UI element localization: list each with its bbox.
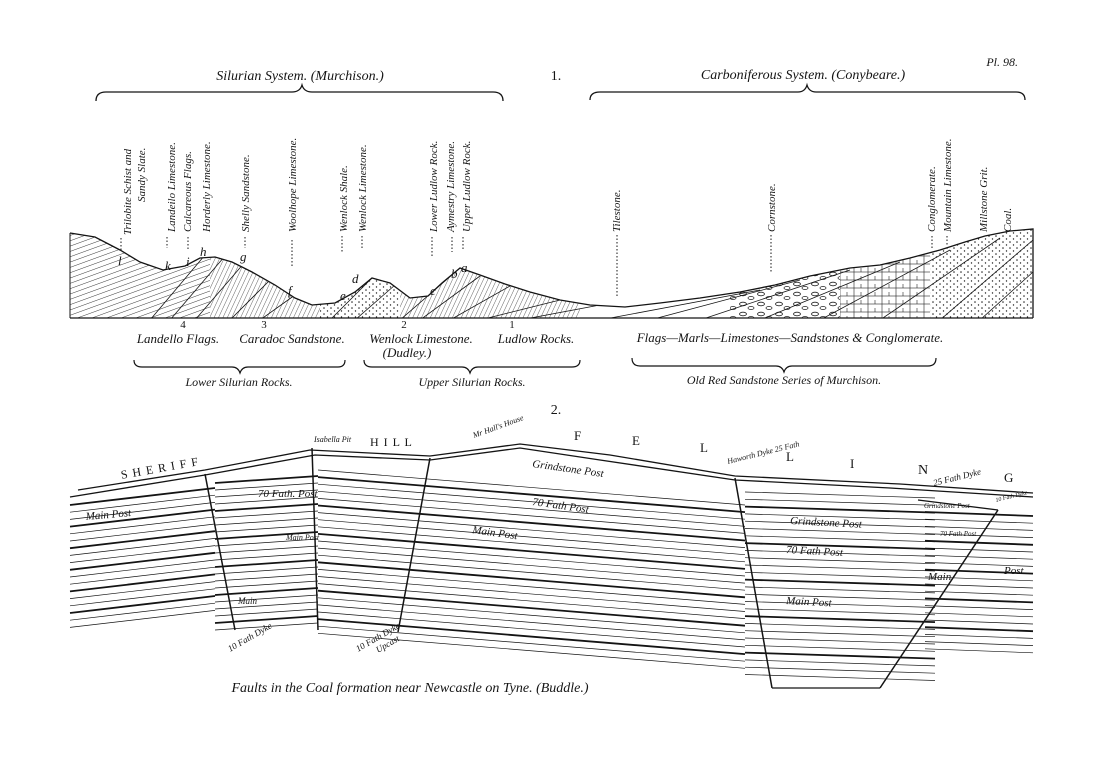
felling-letter: E	[632, 433, 641, 448]
formation-number: 2	[401, 319, 407, 331]
column-label: Coal.	[1002, 208, 1014, 232]
column-label: Wenlock Shale.	[338, 165, 350, 232]
column-label: Woolhope Limestone.	[287, 138, 299, 232]
section-letter: h	[200, 244, 207, 259]
stratum-label: Main Post	[84, 507, 132, 523]
section-letter: b	[451, 266, 458, 281]
old-red-brace	[631, 357, 937, 374]
column-label: Millstone Grit.	[978, 167, 990, 233]
group-label: Upper Silurian Rocks.	[419, 375, 526, 389]
section-letter: f	[288, 283, 294, 298]
section-letter: d	[352, 271, 359, 286]
formation-label: Wenlock Limestone.	[369, 331, 473, 346]
column-label: Tilestone.	[611, 190, 623, 232]
figure-2-number: 2.	[551, 403, 562, 418]
isabella-pit-label: Isabella Pit	[313, 435, 352, 444]
stratum-label: Main Post	[785, 595, 833, 609]
section-1-profile	[69, 228, 1034, 319]
leader-lines	[120, 235, 948, 298]
formation-labels: Landello Flags. Caradoc Sandstone. Wenlo…	[136, 330, 943, 360]
section-letter: e	[340, 288, 346, 303]
formation-label: Landello Flags.	[136, 331, 219, 346]
formation-label: Ludlow Rocks.	[497, 331, 575, 346]
group-label: Lower Silurian Rocks.	[185, 375, 293, 389]
twenty-five-fath-dyke-label: 25 Fath Dyke	[932, 466, 982, 488]
column-label: Cornstone.	[766, 183, 778, 232]
figure-1-number: 1.	[551, 69, 562, 84]
formation-label: Flags—Marls—Limestones—Sandstones & Cong…	[636, 330, 944, 345]
fault-block-left	[204, 473, 236, 631]
column-label: Conglomerate.	[926, 166, 938, 232]
formation-numbers: 4 3 2 1	[180, 319, 515, 331]
felling-letter: L	[700, 440, 709, 455]
formation-number: 4	[180, 319, 186, 331]
lower-silurian-brace	[133, 359, 346, 375]
group-labels: Lower Silurian Rocks. Upper Silurian Roc…	[185, 373, 882, 389]
hill-label: H I L L	[370, 435, 413, 449]
formation-label: Caradoc Sandstone.	[239, 331, 344, 346]
column-label: Aymestry Limestone.	[445, 141, 457, 233]
felling-letter: N	[918, 463, 929, 478]
stratum-label: Main Post	[285, 533, 320, 542]
silurian-brace	[95, 82, 504, 102]
plate-number: Pl. 98.	[985, 55, 1018, 69]
mr-halls-house-label: Mr Hall's House	[471, 413, 525, 440]
fault-trough-left	[734, 477, 773, 689]
stratum-label: Grindstone Post	[790, 515, 863, 531]
stratum-label: 70 Fath. Post	[258, 488, 319, 500]
section-letters: l k i h g f e d c b a	[118, 244, 468, 303]
formation-label: (Dudley.)	[383, 345, 432, 360]
section-letter: i	[186, 254, 190, 269]
column-label: Sandy Slate.	[136, 148, 148, 202]
column-label: Calcareous Flags.	[182, 151, 194, 232]
formation-number: 3	[261, 319, 267, 331]
group-label: Old Red Sandstone Series of Murchison.	[687, 373, 881, 387]
formation-number: 1	[509, 319, 515, 331]
section-2-strata	[69, 443, 1034, 689]
column-label: Shelly Sandstone.	[240, 154, 252, 232]
figure-2: 2. S H E R I F F H I L L F E L L I N	[69, 403, 1034, 696]
column-label: Lower Ludlow Rock.	[428, 141, 440, 233]
column-label: Horderly Limestone.	[201, 141, 213, 233]
column-label: Mountain Limestone.	[942, 139, 954, 234]
stratum-label: Grindstone Post	[924, 502, 971, 510]
felling-letter: G	[1004, 470, 1014, 485]
stratum-label: 70 Fath Post	[786, 544, 844, 559]
section-letter: c	[430, 283, 436, 298]
felling-letter: F	[574, 428, 582, 443]
section-letter: a	[461, 260, 468, 275]
column-label: Wenlock Limestone.	[357, 144, 369, 232]
fault-trough-right	[879, 509, 999, 689]
stratum-label: Post	[1003, 565, 1025, 577]
carboniferous-brace	[589, 82, 1026, 101]
stratum-label: Main	[927, 571, 952, 583]
column-labels: Trilobite Schist and Sandy Slate. Landei…	[122, 138, 1014, 235]
carboniferous-system-heading: Carboniferous System. (Conybeare.)	[701, 68, 906, 83]
felling-letter: L	[786, 449, 795, 464]
section-letter: g	[240, 249, 247, 264]
figure-2-caption: Faults in the Coal formation near Newcas…	[230, 681, 588, 696]
stratum-label: Main	[237, 596, 257, 606]
section-letter: l	[118, 253, 122, 268]
silurian-system-heading: Silurian System. (Murchison.)	[216, 69, 384, 84]
upper-silurian-brace	[363, 359, 581, 375]
fault-upcast	[397, 457, 431, 633]
section-letter: k	[165, 258, 171, 273]
fault-isabella	[311, 447, 319, 631]
column-label: Upper Ludlow Rock.	[461, 141, 473, 232]
column-label: Landeilo Limestone.	[166, 142, 178, 233]
column-label: Trilobite Schist and	[122, 148, 134, 235]
stratum-label: 70 Fath Post	[940, 530, 977, 538]
figure-1: 1. Silurian System. (Murchison.) Carboni…	[69, 68, 1034, 389]
felling-letter: I	[850, 456, 855, 471]
